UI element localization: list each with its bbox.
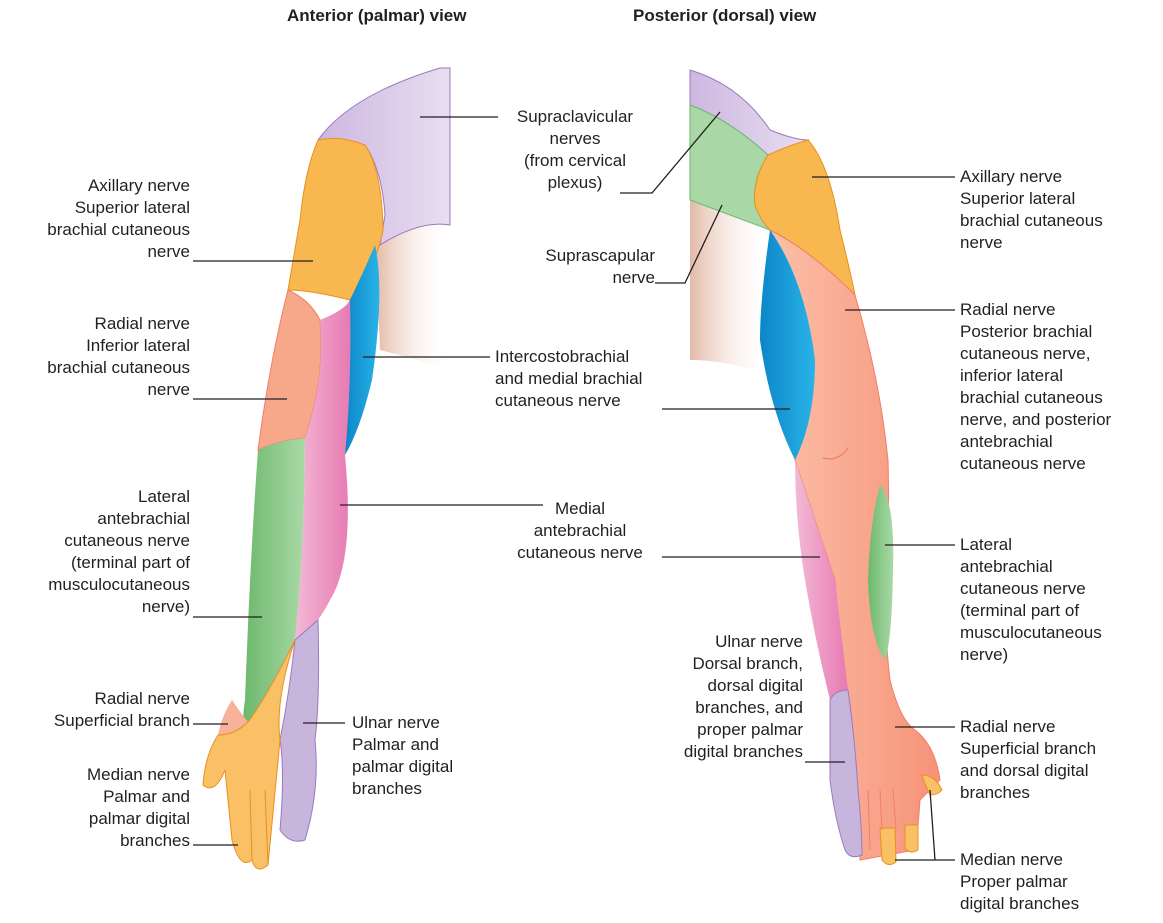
label-axillary-posterior: Axillary nerve Superior lateral brachial… [960,166,1103,254]
label-radial-superficial-anterior: Radial nerve Superficial branch [54,688,190,732]
label-lateral-antebrachial-posterior: Lateral antebrachial cutaneous nerve (te… [960,534,1102,666]
label-intercostobrachial: Intercostobrachial and medial brachial c… [495,346,642,412]
label-lateral-antebrachial-anterior: Lateral antebrachial cutaneous nerve (te… [48,486,190,618]
label-radial-anterior: Radial nerve Inferior lateral brachial c… [47,313,190,401]
label-ulnar-posterior: Ulnar nerve Dorsal branch, dorsal digita… [684,631,803,763]
label-median-anterior: Median nerve Palmar and palmar digital b… [87,764,190,852]
label-axillary-anterior: Axillary nerve Superior lateral brachial… [47,175,190,263]
label-radial-posterior: Radial nerve Posterior brachial cutaneou… [960,299,1111,475]
label-supraclavicular: Supraclavicular nerves (from cervical pl… [500,106,650,194]
label-medial-antebrachial: Medial antebrachial cutaneous nerve [500,498,660,564]
label-median-posterior: Median nerve Proper palmar digital branc… [960,849,1079,915]
label-radial-superficial-posterior: Radial nerve Superficial branch and dors… [960,716,1096,804]
label-suprascapular: Suprascapular nerve [545,245,655,289]
label-ulnar-anterior: Ulnar nerve Palmar and palmar digital br… [352,712,453,800]
